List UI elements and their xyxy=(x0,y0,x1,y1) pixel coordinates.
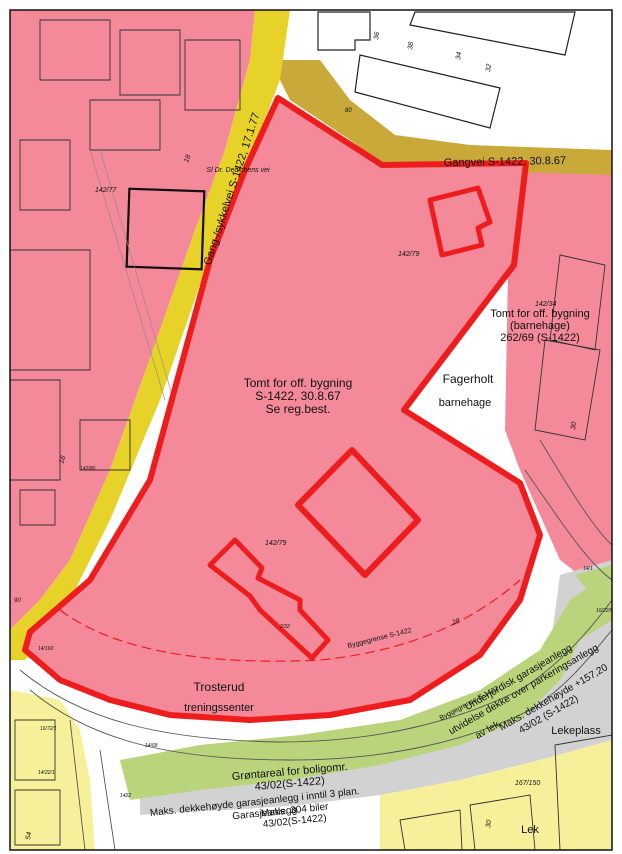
kindergarten-label-2: (barnehage) xyxy=(510,320,570,332)
small-label-e: 14/22/1 xyxy=(38,770,55,776)
buildings-bottom-left xyxy=(14,719,61,846)
residential-yellow-bottom-right xyxy=(380,740,612,850)
house-number-30b: 30 xyxy=(485,819,493,828)
main-lot-boundary xyxy=(22,95,543,723)
house-number-36: 36 xyxy=(373,31,381,40)
lek-label: Lek xyxy=(521,824,539,836)
gangvei-label: Gangvei S-1422, 30.8.67 xyxy=(444,155,567,169)
house-number-28: 28 xyxy=(450,618,461,628)
buildings-top xyxy=(317,11,576,129)
main-lot-fill xyxy=(25,98,540,720)
path-yellow-diagonal xyxy=(10,10,290,660)
house-number-34: 34 xyxy=(455,51,463,60)
road-lines xyxy=(19,149,613,851)
house-number-38: 38 xyxy=(407,41,415,50)
parcel-label-142-77: 142/77 xyxy=(95,187,118,194)
building-outline-lower xyxy=(207,537,331,661)
troste-label-1: Trosterud xyxy=(194,680,245,694)
building-outline-top xyxy=(427,185,493,258)
small-label-i: 1422 xyxy=(120,793,131,799)
house-number-90: 90 xyxy=(14,598,21,604)
parcel-label-142-79-a: 142/79 xyxy=(398,251,420,258)
parcel-label-167-150: 167/150 xyxy=(515,780,540,787)
house-number-80: 80 xyxy=(345,108,352,114)
house-number-32: 32 xyxy=(485,63,493,72)
small-label-f: 16/72/1 xyxy=(40,726,57,732)
street-name-label: Sl Dr. Dedichens vei xyxy=(206,167,270,174)
byggegrense-line xyxy=(59,579,521,662)
small-label-c: 14/160 xyxy=(38,646,54,652)
main-zone-label-2: S-1422, 30.8.67 xyxy=(255,389,341,403)
small-label-a: 142/80 xyxy=(80,466,96,472)
lekeplass-label: Lekeplass xyxy=(551,725,601,737)
house-number-16: 16 xyxy=(58,455,67,465)
troste-label-2: treningssenter xyxy=(184,702,254,714)
small-label-h: 2/32 xyxy=(279,624,290,630)
building-dark-square xyxy=(125,187,206,271)
main-zone-label-3: Se reg.best. xyxy=(266,402,331,416)
small-label-b: 14/1 xyxy=(583,566,593,572)
map-frame xyxy=(9,9,613,851)
house-number-30: 30 xyxy=(570,421,578,430)
green-triangle xyxy=(575,565,612,620)
fagerholt-label: Fagerholt xyxy=(443,372,494,386)
road-top-olive xyxy=(270,60,612,175)
parcel-label-142-79-b: 142/79 xyxy=(265,540,287,547)
fagerholt-label-2: barnehage xyxy=(439,397,492,409)
green-strip xyxy=(120,580,612,800)
kindergarten-label-3: 262/69 (S-1422) xyxy=(500,332,580,344)
small-label-g: 16/22/5 xyxy=(596,608,613,614)
zone-left-residential xyxy=(10,10,255,630)
house-number-54: 54 xyxy=(25,831,33,840)
zone-right-kindergarten xyxy=(505,170,612,600)
house-number-18: 18 xyxy=(183,154,192,164)
small-label-d: 14/68 xyxy=(145,743,158,749)
building-outline-center xyxy=(295,447,421,578)
parking-grey-band xyxy=(140,560,612,815)
residential-yellow-bottom-left xyxy=(10,690,95,850)
kindergarten-label-1: Tomt for off. bygning xyxy=(490,308,589,320)
buildings-right xyxy=(534,254,606,441)
main-zone-label-1: Tomt for off. bygning xyxy=(244,376,353,390)
parcel-label-142-34: 142/34 xyxy=(535,301,557,308)
labels: Tomt for off. bygning S-1422, 30.8.67 Se… xyxy=(14,31,613,840)
